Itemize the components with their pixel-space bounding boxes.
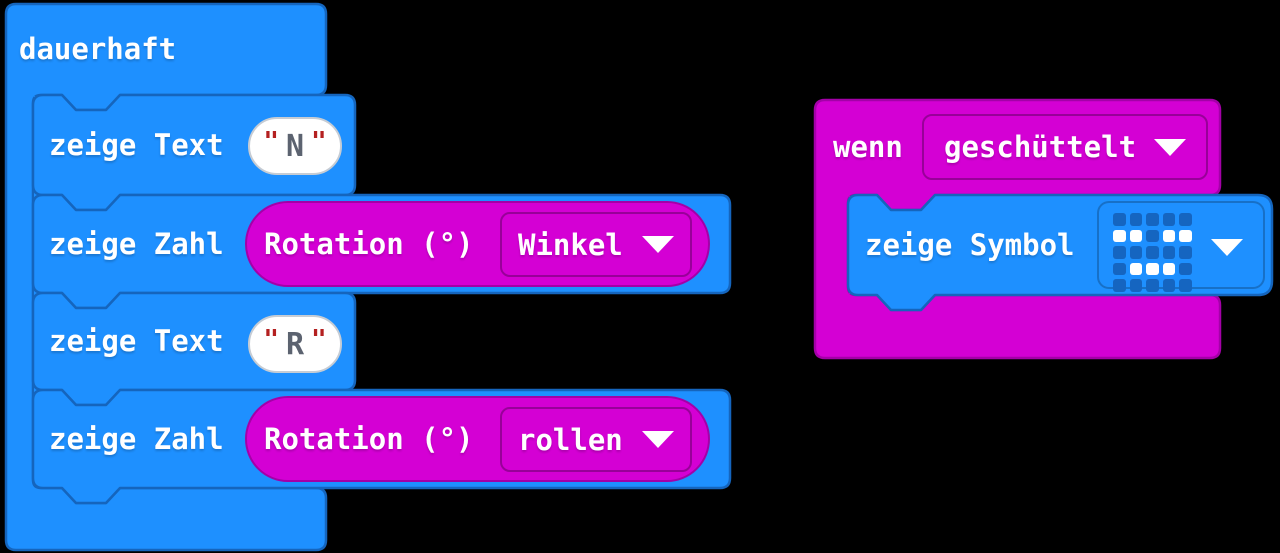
led-off xyxy=(1162,279,1175,292)
open-quote: " xyxy=(263,325,279,355)
string-field-n[interactable]: "N" xyxy=(248,117,342,175)
on-shake-label: wenn xyxy=(833,130,903,164)
led-on xyxy=(1129,262,1142,275)
led-grid xyxy=(1113,213,1192,292)
rotation-dropdown-value: Winkel xyxy=(518,227,623,262)
rotation-reporter-pitch[interactable]: Rotation (°) Winkel xyxy=(245,201,710,287)
icon-picker-field[interactable] xyxy=(1097,201,1265,292)
led-off xyxy=(1179,279,1192,292)
rotation-reporter-label: Rotation (°) xyxy=(264,422,474,456)
led-on xyxy=(1129,229,1142,242)
show-number-1-label: zeige Zahl xyxy=(49,227,224,261)
rotation-dropdown-roll[interactable]: rollen xyxy=(500,407,692,472)
led-off xyxy=(1179,262,1192,275)
rotation-dropdown-value: rollen xyxy=(518,422,623,457)
chevron-down-icon xyxy=(1211,239,1243,256)
gesture-dropdown-value: geschüttelt xyxy=(944,130,1137,164)
string-value: N xyxy=(285,128,305,164)
led-off xyxy=(1146,279,1159,292)
chevron-down-icon xyxy=(642,236,674,253)
led-off xyxy=(1179,246,1192,259)
forever-label: dauerhaft xyxy=(19,32,177,66)
show-number-2-label: zeige Zahl xyxy=(49,422,224,456)
show-string-2-label: zeige Text xyxy=(49,324,224,358)
led-off xyxy=(1113,246,1126,259)
led-off xyxy=(1146,246,1159,259)
rotation-reporter-roll[interactable]: Rotation (°) rollen xyxy=(245,396,710,482)
chevron-down-icon xyxy=(642,431,674,448)
show-string-1-label: zeige Text xyxy=(49,128,224,162)
led-off xyxy=(1146,213,1159,226)
rotation-reporter-label: Rotation (°) xyxy=(264,227,474,261)
led-off xyxy=(1146,229,1159,242)
close-quote: " xyxy=(311,127,327,157)
chevron-down-icon xyxy=(1154,138,1186,156)
led-on xyxy=(1179,229,1192,242)
led-off xyxy=(1113,213,1126,226)
led-off xyxy=(1129,213,1142,226)
led-off xyxy=(1129,279,1142,292)
gesture-dropdown[interactable]: geschüttelt xyxy=(922,114,1208,180)
led-off xyxy=(1162,246,1175,259)
led-off xyxy=(1129,246,1142,259)
string-field-r[interactable]: "R" xyxy=(248,315,342,373)
show-icon-label: zeige Symbol xyxy=(865,228,1075,262)
led-off xyxy=(1179,213,1192,226)
close-quote: " xyxy=(311,325,327,355)
led-on xyxy=(1162,262,1175,275)
open-quote: " xyxy=(263,127,279,157)
led-on xyxy=(1146,262,1159,275)
led-off xyxy=(1113,262,1126,275)
led-off xyxy=(1113,279,1126,292)
rotation-dropdown-pitch[interactable]: Winkel xyxy=(500,212,692,277)
led-off xyxy=(1162,213,1175,226)
string-value: R xyxy=(285,326,305,362)
led-on xyxy=(1113,229,1126,242)
led-on xyxy=(1162,229,1175,242)
